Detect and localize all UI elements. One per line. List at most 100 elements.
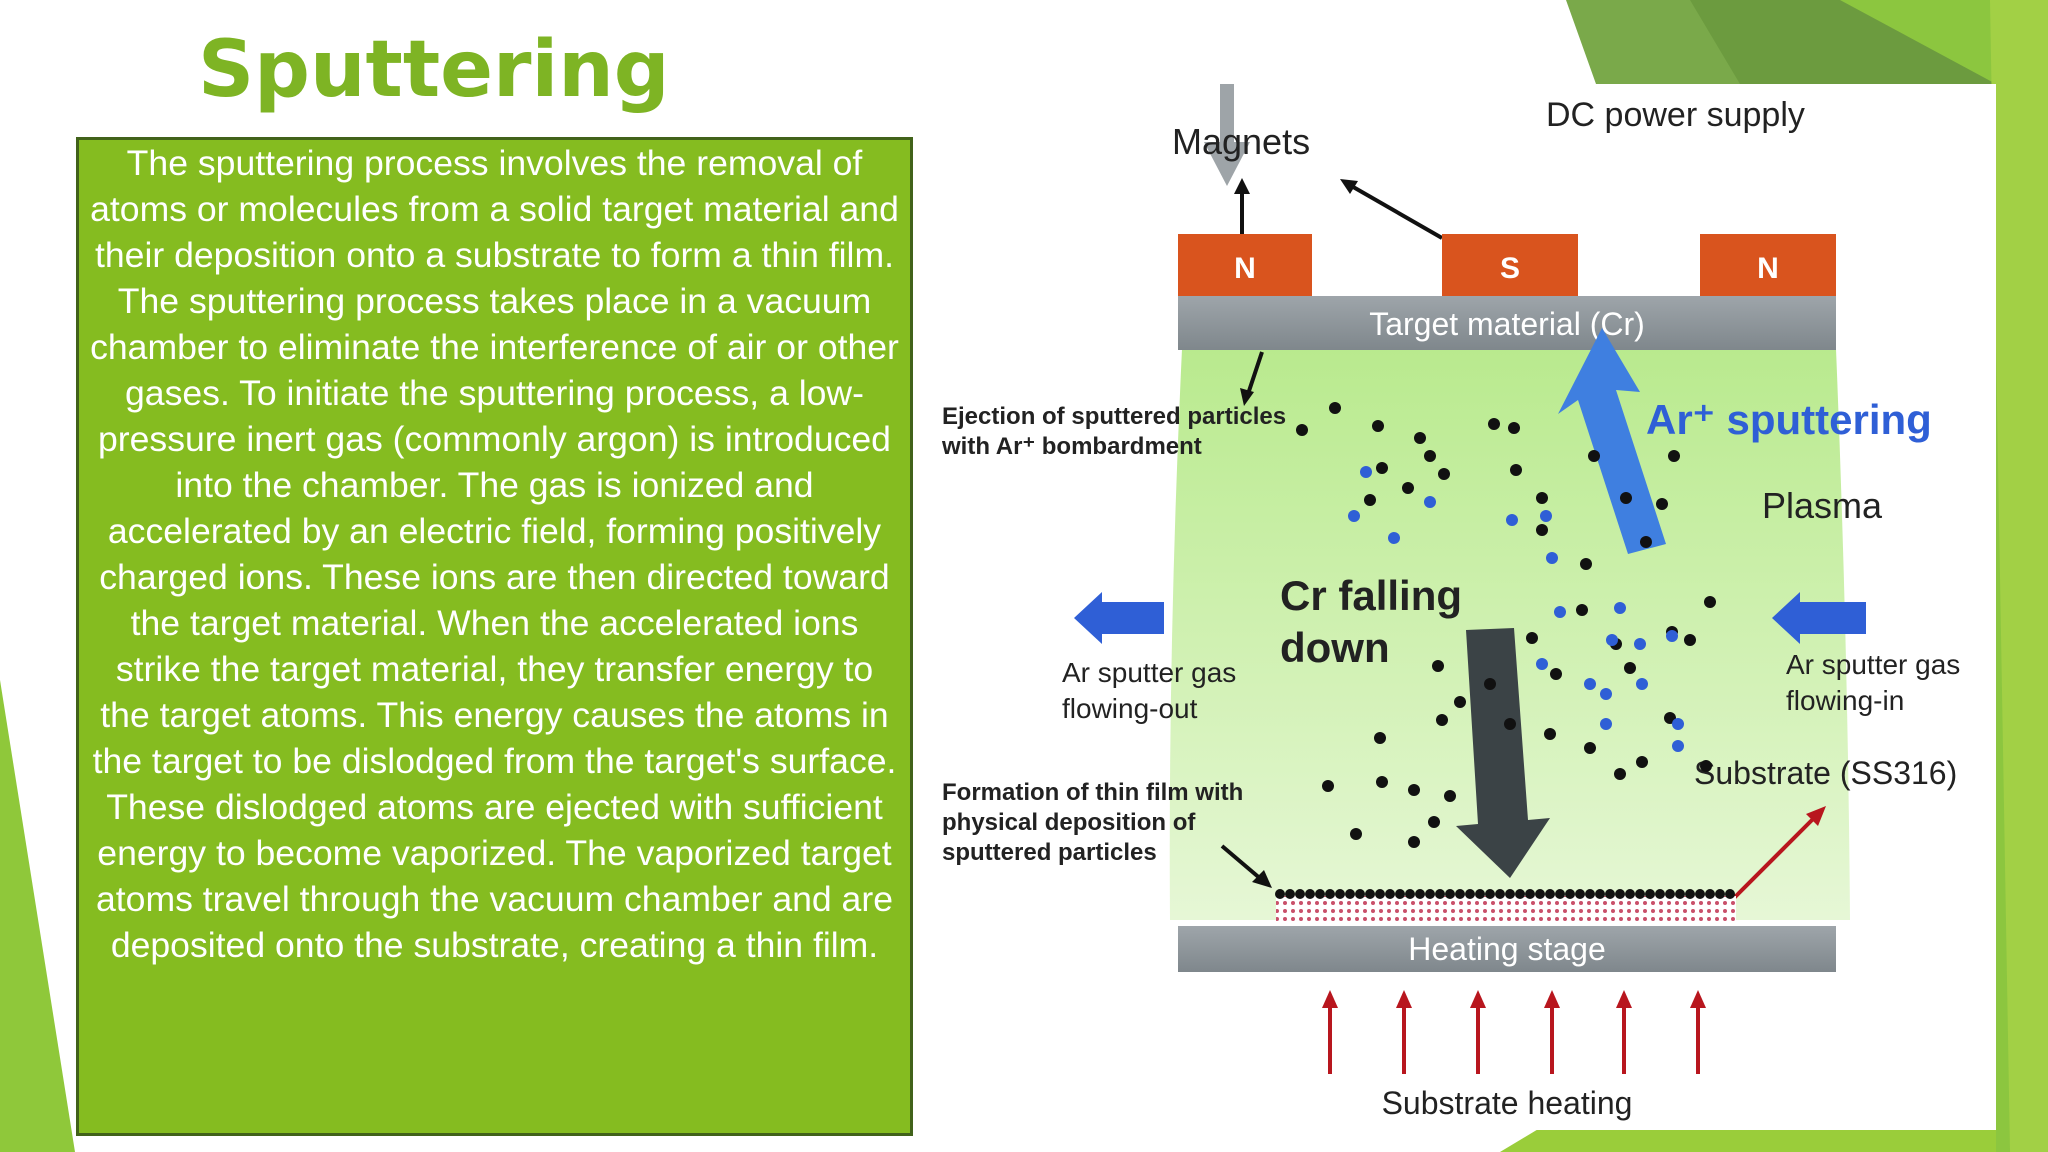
film-particle bbox=[1375, 889, 1385, 899]
cr-particle bbox=[1700, 760, 1712, 772]
film-particle bbox=[1515, 889, 1525, 899]
film-particle bbox=[1305, 889, 1315, 899]
sputtering-diagram-svg: DC power supply Magnets N S N Target mat… bbox=[941, 84, 1960, 1121]
ar-ion-particle bbox=[1606, 634, 1618, 646]
cr-particle bbox=[1620, 492, 1632, 504]
cr-particle bbox=[1656, 498, 1668, 510]
cr-falling-arrow-icon bbox=[1456, 628, 1550, 878]
ejection-label-line2: with Ar⁺ bombardment bbox=[941, 433, 1202, 460]
film-particle bbox=[1625, 889, 1635, 899]
film-particle bbox=[1425, 889, 1435, 899]
body-text: The sputtering process involves the remo… bbox=[90, 143, 899, 965]
cr-particle bbox=[1584, 742, 1596, 754]
thin-film-particles bbox=[1275, 889, 1735, 899]
dc-power-label: DC power supply bbox=[1546, 96, 1805, 134]
cr-particle bbox=[1432, 660, 1444, 672]
heating-stage-slab bbox=[1178, 926, 1836, 972]
gas-in-arrowhead-icon bbox=[1772, 592, 1800, 644]
film-particle bbox=[1635, 889, 1645, 899]
ar-ion-particle bbox=[1672, 718, 1684, 730]
cr-particle bbox=[1550, 668, 1562, 680]
cr-particle bbox=[1454, 696, 1466, 708]
cr-particle bbox=[1296, 424, 1308, 436]
magnet-n-left-label: N bbox=[1234, 252, 1256, 285]
film-particle bbox=[1325, 889, 1335, 899]
film-particle bbox=[1355, 889, 1365, 899]
film-particle bbox=[1275, 889, 1285, 899]
dc-power-arrow-icon bbox=[1204, 84, 1250, 186]
film-particle bbox=[1415, 889, 1425, 899]
substrate-label: Substrate (SS316) bbox=[1694, 755, 1957, 791]
film-particle bbox=[1465, 889, 1475, 899]
substrate-pointer-head-icon bbox=[1806, 806, 1826, 826]
film-particle bbox=[1365, 889, 1375, 899]
magnet-pointer-center-head-icon bbox=[1340, 179, 1358, 194]
film-particle bbox=[1405, 889, 1415, 899]
film-particle bbox=[1435, 889, 1445, 899]
cr-particle bbox=[1536, 492, 1548, 504]
film-particle bbox=[1545, 889, 1555, 899]
film-particle bbox=[1715, 889, 1725, 899]
film-particle bbox=[1685, 889, 1695, 899]
cr-particle bbox=[1510, 464, 1522, 476]
plasma-label: Plasma bbox=[1762, 485, 1883, 526]
cr-falling-label-line1: Cr falling bbox=[1280, 572, 1462, 619]
film-particle bbox=[1725, 889, 1735, 899]
film-particle bbox=[1695, 889, 1705, 899]
heat-arrow-head-icon bbox=[1616, 990, 1632, 1008]
film-particle bbox=[1615, 889, 1625, 899]
cr-particle bbox=[1580, 558, 1592, 570]
cr-particle bbox=[1424, 450, 1436, 462]
substrate-pointer bbox=[1728, 812, 1820, 904]
ejection-pointer-head-icon bbox=[1240, 388, 1254, 406]
heat-arrow-head-icon bbox=[1690, 990, 1706, 1008]
substrate-heating-label: Substrate heating bbox=[1382, 1085, 1633, 1121]
cr-particle bbox=[1704, 596, 1716, 608]
cr-particle bbox=[1436, 714, 1448, 726]
heat-arrow-head-icon bbox=[1322, 990, 1338, 1008]
ar-ion-particle bbox=[1506, 514, 1518, 526]
film-particle bbox=[1525, 889, 1535, 899]
heat-arrow-head-icon bbox=[1396, 990, 1412, 1008]
magnet-s-center bbox=[1442, 234, 1578, 296]
film-particle bbox=[1445, 889, 1455, 899]
film-particle bbox=[1705, 889, 1715, 899]
ar-ion-particle bbox=[1636, 678, 1648, 690]
cr-particle bbox=[1640, 536, 1652, 548]
film-particle bbox=[1315, 889, 1325, 899]
formation-pointer bbox=[1220, 844, 1264, 882]
cr-particle bbox=[1364, 494, 1376, 506]
cr-particle bbox=[1376, 462, 1388, 474]
film-particle bbox=[1645, 889, 1655, 899]
film-particle bbox=[1575, 889, 1585, 899]
cr-particle bbox=[1374, 732, 1386, 744]
cr-particle bbox=[1588, 450, 1600, 462]
sputtered-particles bbox=[1296, 402, 1716, 848]
film-particle bbox=[1395, 889, 1405, 899]
gas-in-arrow-icon bbox=[1800, 602, 1866, 634]
gas-out-label-line2: flowing-out bbox=[1062, 693, 1198, 724]
cr-particle bbox=[1544, 728, 1556, 740]
film-particle bbox=[1475, 889, 1485, 899]
gas-out-label-line1: Ar sputter gas bbox=[1062, 657, 1236, 688]
cr-particle bbox=[1636, 756, 1648, 768]
cr-particle bbox=[1438, 468, 1450, 480]
film-particle bbox=[1605, 889, 1615, 899]
cr-particle bbox=[1508, 422, 1520, 434]
cr-particle bbox=[1350, 828, 1362, 840]
film-particle bbox=[1385, 889, 1395, 899]
gas-out-arrow-icon bbox=[1102, 602, 1164, 634]
film-particle bbox=[1595, 889, 1605, 899]
cr-particle bbox=[1484, 678, 1496, 690]
film-particle bbox=[1485, 889, 1495, 899]
magnet-pointer-center bbox=[1347, 182, 1443, 240]
cr-particle bbox=[1408, 784, 1420, 796]
body-text-box: The sputtering process involves the remo… bbox=[76, 137, 913, 1136]
ar-ion-particle bbox=[1634, 638, 1646, 650]
gas-in-label-line2: flowing-in bbox=[1786, 685, 1904, 716]
magnet-n-right bbox=[1700, 234, 1836, 296]
cr-particle bbox=[1504, 718, 1516, 730]
ar-ion-particle bbox=[1360, 466, 1372, 478]
ar-ion-particle bbox=[1672, 740, 1684, 752]
